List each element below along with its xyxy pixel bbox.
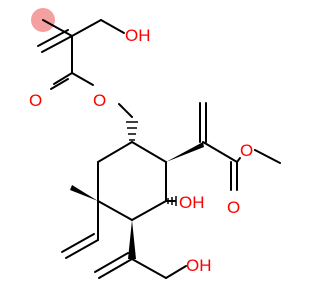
bond-bottom-c: [98, 258, 133, 279]
bond-bottom-c-b: [94, 252, 129, 273]
label-oh-bottom: OH: [186, 256, 212, 275]
structure-diagram: OH O O OH O O OH: [29, 8, 281, 279]
bond-c1-c2: [42, 19, 73, 37]
bond-bottom-oh: [165, 265, 187, 279]
ring-bond-6: [97, 141, 133, 163]
bonds: [37, 19, 281, 279]
label-oh-top: OH: [125, 26, 151, 45]
bond-carbonyl-o-a: [53, 72, 73, 85]
label-oh-ring: OH: [179, 193, 205, 212]
bond-ester-o-right: [236, 157, 241, 163]
wedge-methyl: [70, 185, 98, 201]
bond-carbonyl-o-b: [50, 78, 69, 90]
bond-ester-o-ring: [118, 103, 133, 118]
label-o-carbonyl-left: O: [29, 91, 42, 110]
bond-c2-ch2oh: [71, 19, 102, 37]
bond-bottom-ch2: [131, 258, 167, 279]
wedge-bottom: [128, 220, 136, 259]
bond-vinyl-2: [65, 239, 99, 259]
bond-methyl-ester: [254, 149, 281, 164]
bond-c2-ch2-a: [41, 35, 73, 53]
label-o-ring-ester: O: [93, 91, 106, 110]
molecule-canvas: OH O O OH O O OH: [29, 8, 281, 279]
hash-oh: [167, 196, 177, 206]
label-o-carbonyl-right: O: [227, 198, 240, 217]
hash-ester: [126, 121, 138, 141]
bond-c2-ch2-b: [37, 29, 69, 47]
wedge-acrylate: [166, 142, 204, 162]
ring-bond-4: [97, 200, 133, 221]
bond-ch2-oh: [100, 19, 125, 34]
stereo-bonds: [70, 121, 204, 259]
label-o-ester-right: O: [240, 141, 253, 160]
ring-bond-3: [131, 200, 167, 221]
bond-carbonyl-ester-o: [71, 72, 94, 86]
atom-labels: OH O O OH O O OH: [29, 26, 253, 275]
bond-alpha-carbonyl: [202, 141, 238, 163]
ring-bond-1: [131, 141, 167, 163]
bond-vinyl-2b: [61, 233, 95, 253]
